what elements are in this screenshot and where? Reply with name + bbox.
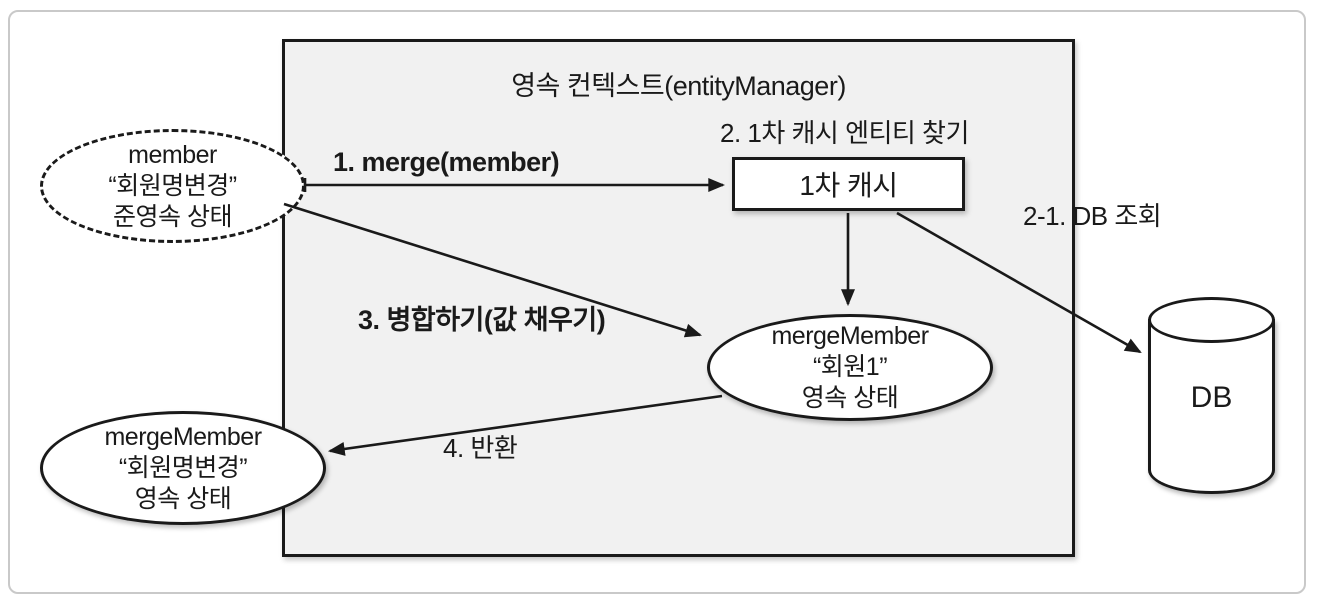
db-label: DB	[1190, 381, 1233, 414]
label-step3-merge-values: 3. 병합하기(값 채우기)	[358, 305, 606, 335]
merge-member-state: 영속 상태	[801, 384, 899, 412]
db-cylinder-top	[1148, 297, 1275, 343]
node-db-cylinder: DB	[1148, 297, 1275, 494]
node-merge-member-persistent: mergeMember “회원1” 영속 상태	[707, 314, 993, 421]
label-step4-return: 4. 반환	[443, 433, 518, 463]
persistence-context-title: 영속 컨텍스트(entityManager)	[511, 71, 846, 101]
merge-member-value: “회원1”	[812, 353, 888, 381]
db-cylinder-body	[1148, 319, 1275, 494]
label-step1-merge: 1. merge(member)	[333, 147, 560, 177]
node-first-level-cache: 1차 캐시	[732, 157, 965, 211]
node-merge-member-returned: mergeMember “회원명변경” 영속 상태	[40, 411, 326, 525]
first-level-cache-label: 1차 캐시	[799, 170, 898, 201]
returned-member-value: “회원명변경”	[118, 453, 248, 482]
label-step2-1-db-lookup: 2-1. DB 조회	[1023, 201, 1162, 231]
node-member-value: “회원명변경”	[108, 171, 237, 200]
node-member-state: 준영속 상태	[113, 202, 232, 231]
node-member-name: member	[128, 140, 217, 169]
returned-member-state: 영속 상태	[134, 484, 232, 513]
label-step2-find-cache: 2. 1차 캐시 엔티티 찾기	[720, 118, 969, 148]
merge-member-name: mergeMember	[771, 322, 929, 350]
returned-member-name: mergeMember	[104, 422, 262, 451]
node-member-detached: member “회원명변경” 준영속 상태	[40, 129, 305, 243]
